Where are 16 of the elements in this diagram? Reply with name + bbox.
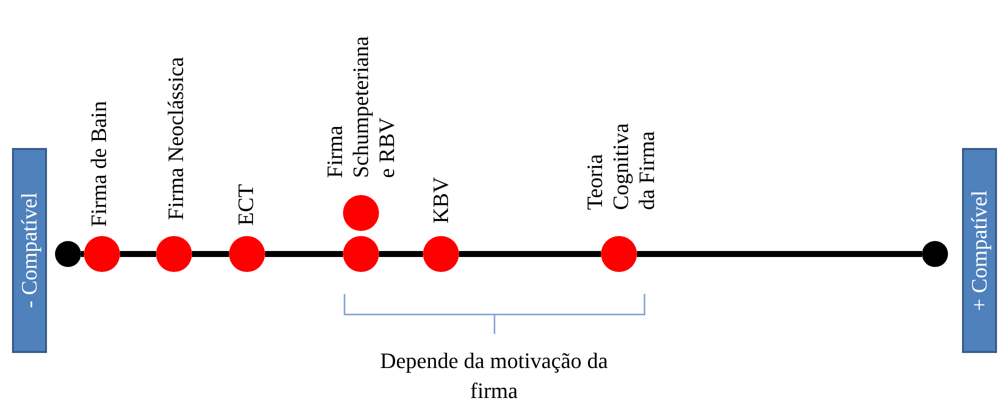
scale-line <box>637 251 922 257</box>
dot-label: KBV <box>428 176 454 223</box>
dot-label: Teoria Cognitiva da Firma <box>582 122 660 210</box>
scale-line <box>459 251 601 257</box>
dot-label: Firma de Bain <box>86 101 112 227</box>
scale-line <box>192 251 229 257</box>
scale-line <box>379 251 423 257</box>
scale-line <box>81 251 84 257</box>
scale-end-panel: - Compatível <box>12 148 47 353</box>
annotation-text: Depende da motivação da firma <box>379 347 609 405</box>
scale-line <box>265 251 343 257</box>
scale-end-panel: + Compatível <box>962 148 997 353</box>
dot-label: ECT <box>233 184 259 226</box>
scale-line <box>120 251 156 257</box>
dot-label: Firma Schumpeteriana e RBV <box>322 35 400 178</box>
dot-label: Firma Neoclássica <box>163 56 189 220</box>
